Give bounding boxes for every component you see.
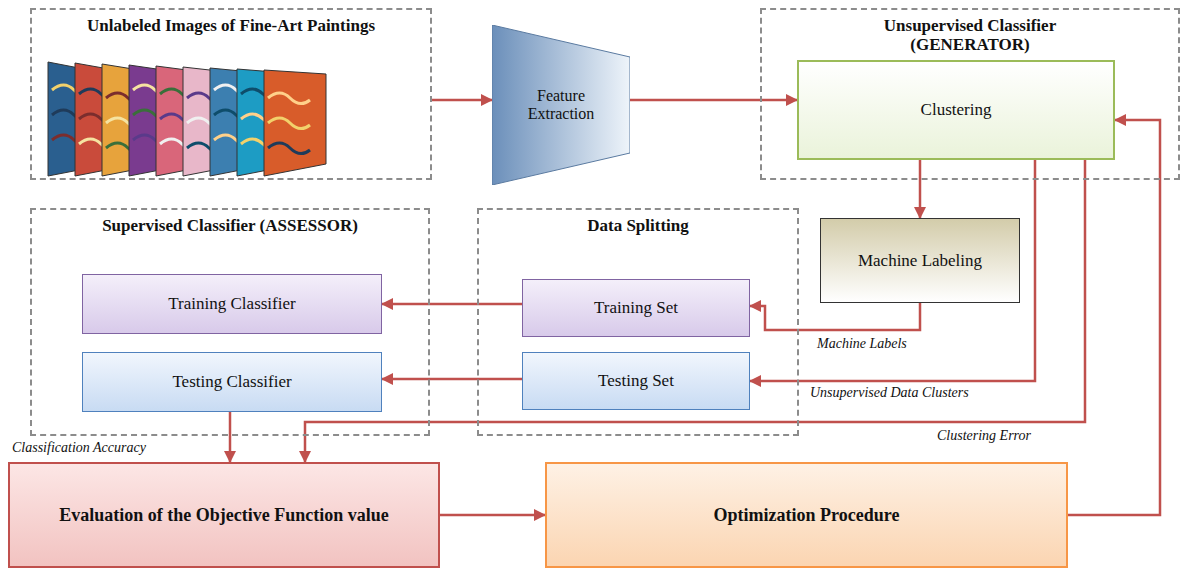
box-label: Training Classifier (168, 294, 295, 314)
flow-arrow (750, 160, 1035, 381)
generator-group: Unsupervised Classifier (GENERATOR) Clust… (760, 8, 1180, 180)
flow-arrow (919, 160, 922, 218)
box-label: Machine Labeling (858, 251, 982, 271)
group-title: Unlabeled Images of Fine-Art Paintings (81, 16, 381, 35)
data-box: Training Set (522, 279, 750, 337)
box-label: Training Set (594, 298, 678, 318)
process-box: Training Classifier (82, 274, 382, 334)
assessor-group: Supervised Classifier (ASSESSOR) Training… (30, 208, 430, 436)
edge-label: Unsupervised Data Clusters (808, 385, 971, 401)
optimizer-box: Optimization Procedure (545, 462, 1068, 568)
box-label: Testing Classifier (172, 372, 291, 392)
flow-arrow (750, 303, 920, 330)
flow-arrow (229, 412, 232, 462)
splitting-group: Data SplittingTraining SetTesting Set (477, 208, 799, 436)
edge-label: Classification Accuracy (10, 440, 148, 456)
flow-arrow (382, 303, 522, 306)
group-title: Unsupervised Classifier (GENERATOR) (835, 16, 1105, 54)
process-box: Machine Labeling (820, 218, 1020, 303)
edge-label: Clustering Error (935, 428, 1033, 444)
flow-arrow (630, 99, 797, 102)
process-box: Clustering (797, 60, 1115, 160)
process-box: Testing Classifier (82, 352, 382, 412)
box-label: Feature Extraction (516, 87, 606, 124)
flow-arrow (382, 378, 522, 381)
objective-box: Evaluation of the Objective Function val… (8, 462, 440, 568)
group-title: Supervised Classifier (ASSESSOR) (100, 216, 360, 235)
image-group: Unlabeled Images of Fine-Art Paintings (30, 8, 432, 180)
feature-extractor: Feature Extraction (492, 25, 630, 185)
box-label: Clustering (921, 100, 992, 120)
box-label: Testing Set (598, 371, 674, 391)
flow-arrow (305, 160, 1085, 462)
data-box: Testing Set (522, 352, 750, 410)
flow-arrow (440, 514, 545, 517)
edge-label: Machine Labels (815, 336, 909, 352)
flow-arrow (432, 99, 492, 102)
box-label: Evaluation of the Objective Function val… (59, 505, 389, 526)
box-label: Optimization Procedure (714, 505, 900, 526)
group-title: Data Splitting (508, 216, 768, 235)
